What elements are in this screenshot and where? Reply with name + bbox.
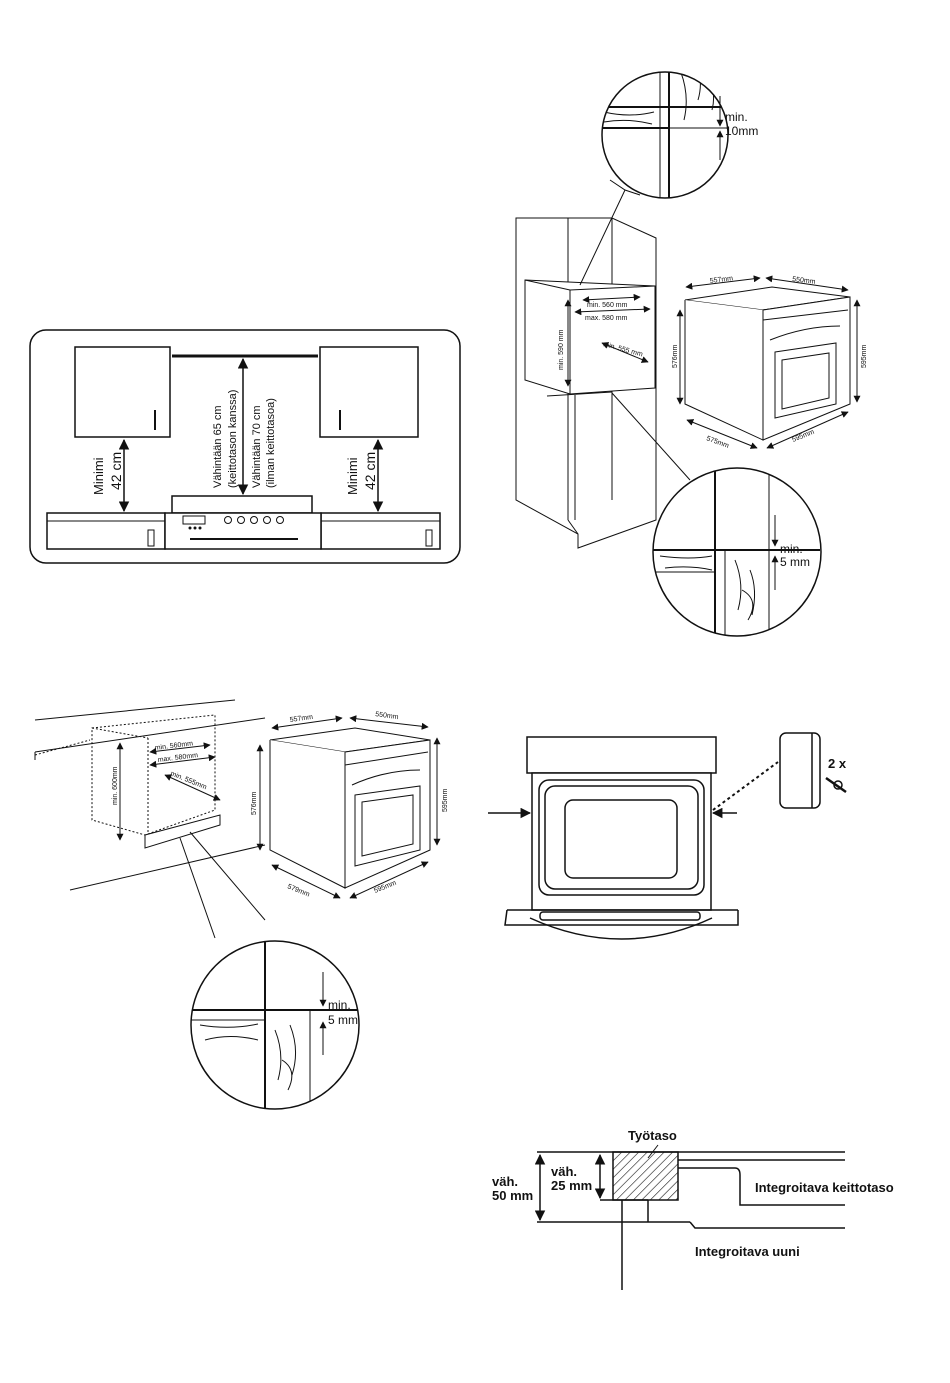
right-label-1: Minimi — [345, 457, 360, 495]
oven-front — [164, 512, 322, 550]
uc-oven-height-right: 595mm — [442, 788, 449, 812]
min25-label-2: 25 mm — [551, 1178, 592, 1193]
min50-label-2: 50 mm — [492, 1188, 533, 1203]
screw-fixing-panel — [488, 732, 847, 940]
niche-width-max: max. 580 mm — [585, 315, 628, 322]
oven-width-bottom: 595mm — [791, 429, 815, 444]
right-label-2: 42 cm — [362, 452, 378, 490]
bottom-detail-min: min. — [780, 542, 803, 556]
top-detail-min: min. — [725, 110, 748, 124]
uc-detail-value: 5 mm — [328, 1013, 358, 1027]
uc-niche-width-min: min. 560mm — [154, 740, 193, 752]
counter-right — [320, 512, 441, 550]
top-detail-value: 10mm — [725, 124, 758, 138]
oven-depth-top: 557mm — [709, 275, 733, 285]
worktop-label: Työtaso — [628, 1128, 677, 1143]
uc-niche-height: min. 600mm — [112, 766, 119, 805]
upper-cabinet-right — [319, 346, 419, 438]
uc-oven-height-left: 576mm — [251, 791, 258, 815]
hood-clearance-panel: Minimi 42 cm Vähintään 65 cm (keittotaso… — [29, 329, 461, 564]
left-label-2: 42 cm — [108, 452, 124, 490]
bottom-detail-value: 5 mm — [780, 555, 810, 569]
uc-oven-depth-bottom: 579mm — [286, 883, 310, 898]
oven-height-right: 595mm — [861, 344, 868, 368]
center-label-3: Vähintään 70 cm — [251, 405, 263, 488]
undercounter-panel — [34, 699, 441, 1110]
hob — [171, 495, 313, 514]
oven-label: Integroitava uuni — [695, 1244, 800, 1259]
uc-detail-min: min. — [328, 998, 351, 1012]
min50-label-1: väh. — [492, 1174, 518, 1189]
oven-depth-bottom: 575mm — [705, 435, 729, 450]
uc-niche-depth: min. 555mm — [169, 770, 207, 791]
min25-label-1: väh. — [551, 1164, 577, 1179]
center-label-1: Vähintään 65 cm — [212, 405, 224, 488]
niche-height: min. 590 mm — [558, 329, 565, 370]
hob-label: Integroitava keittotaso — [755, 1180, 894, 1195]
uc-niche-width-max: max. 580mm — [157, 752, 198, 764]
worktop-labels: Työtaso väh. 50 mm väh. 25 mm Integroita… — [492, 1128, 894, 1259]
screw-count-label: 2 x — [828, 756, 847, 771]
left-label-1: Minimi — [91, 457, 106, 495]
oven-height-left: 576mm — [672, 344, 679, 368]
worktop-section-panel — [534, 1144, 845, 1290]
oven-width-top: 550mm — [792, 276, 816, 286]
panel-frame — [29, 329, 461, 564]
center-label-2: (keittotason kanssa) — [227, 390, 239, 488]
uc-oven-width-top: 550mm — [375, 711, 399, 721]
niche-width-min: min. 560 mm — [587, 302, 628, 309]
uc-oven-depth-top: 557mm — [289, 714, 313, 724]
center-label-4: (ilman keittotasoa) — [265, 398, 277, 488]
counter-left — [46, 512, 166, 550]
tall-cabinet-panel — [515, 71, 861, 637]
